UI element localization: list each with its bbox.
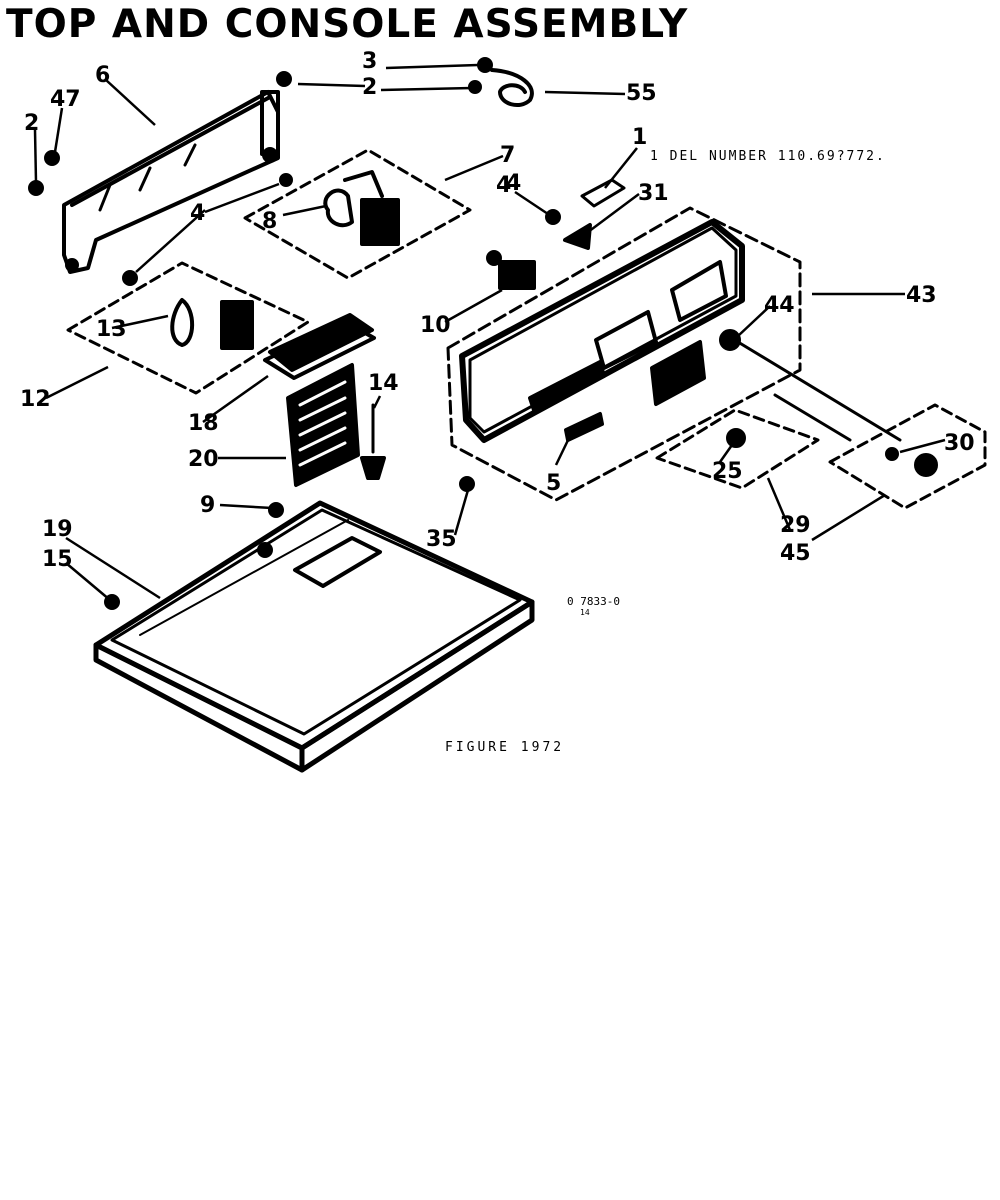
callout-30: 30 [944, 431, 975, 456]
model-number-note: 1 DEL NUMBER 110.69?772. [650, 149, 886, 164]
small-switch-part [486, 250, 536, 290]
screw-part [44, 150, 60, 166]
callout-25: 25 [712, 459, 743, 484]
callout-14: 14 [368, 371, 399, 396]
callout-13: 13 [96, 317, 127, 342]
diagram-code: 0 7833-0 [567, 595, 620, 608]
clip-part [563, 223, 592, 250]
bezel-part [580, 178, 626, 208]
knob-plate-part [828, 403, 987, 510]
diagram-code-sub: 14 [580, 608, 590, 617]
callout-18: 18 [188, 411, 219, 436]
callout-4: 4 [506, 171, 521, 196]
top-panel-part [93, 500, 535, 773]
callout-43: 43 [906, 283, 937, 308]
callout-2: 2 [24, 111, 39, 136]
timer-knob-block-part [263, 313, 376, 380]
grille-panel-part [286, 363, 360, 487]
callout-3: 3 [362, 49, 377, 74]
switch-assembly-part [243, 148, 472, 280]
callout-44: 44 [764, 293, 795, 318]
callout-1: 1 [632, 125, 647, 150]
callout-2: 2 [362, 75, 377, 100]
callout-8: 8 [262, 209, 277, 234]
callout-29: 29 [780, 513, 811, 538]
callout-20: 20 [188, 447, 219, 472]
leader-lines [33, 63, 946, 601]
callout-10: 10 [420, 313, 451, 338]
screw-part [276, 71, 292, 87]
lower-switch-plate-part [66, 261, 310, 395]
callout-15: 15 [42, 547, 73, 572]
callout-55: 55 [626, 81, 657, 106]
figure-caption: FIGURE 1972 [445, 740, 565, 755]
callout-7: 7 [500, 143, 515, 168]
screw-part [545, 209, 561, 225]
callout-45: 45 [780, 541, 811, 566]
foot-part [459, 476, 475, 492]
callout-4: 4 [496, 173, 511, 198]
pin-part [360, 403, 386, 480]
screw-part [28, 180, 44, 196]
callout-47: 47 [50, 87, 81, 112]
callout-6: 6 [95, 63, 110, 88]
callout-4: 4 [190, 201, 205, 226]
callout-5: 5 [546, 471, 561, 496]
callout-35: 35 [426, 527, 457, 552]
diagram-title: TOP AND CONSOLE ASSEMBLY [6, 2, 689, 47]
callout-9: 9 [200, 493, 215, 518]
wire-clip-part [468, 57, 534, 108]
console-panel-part [446, 206, 802, 502]
console-bracket-part [62, 90, 280, 274]
callout-12: 12 [20, 387, 51, 412]
callout-31: 31 [638, 181, 669, 206]
callout-19: 19 [42, 517, 73, 542]
knob-plate-part [655, 408, 820, 490]
